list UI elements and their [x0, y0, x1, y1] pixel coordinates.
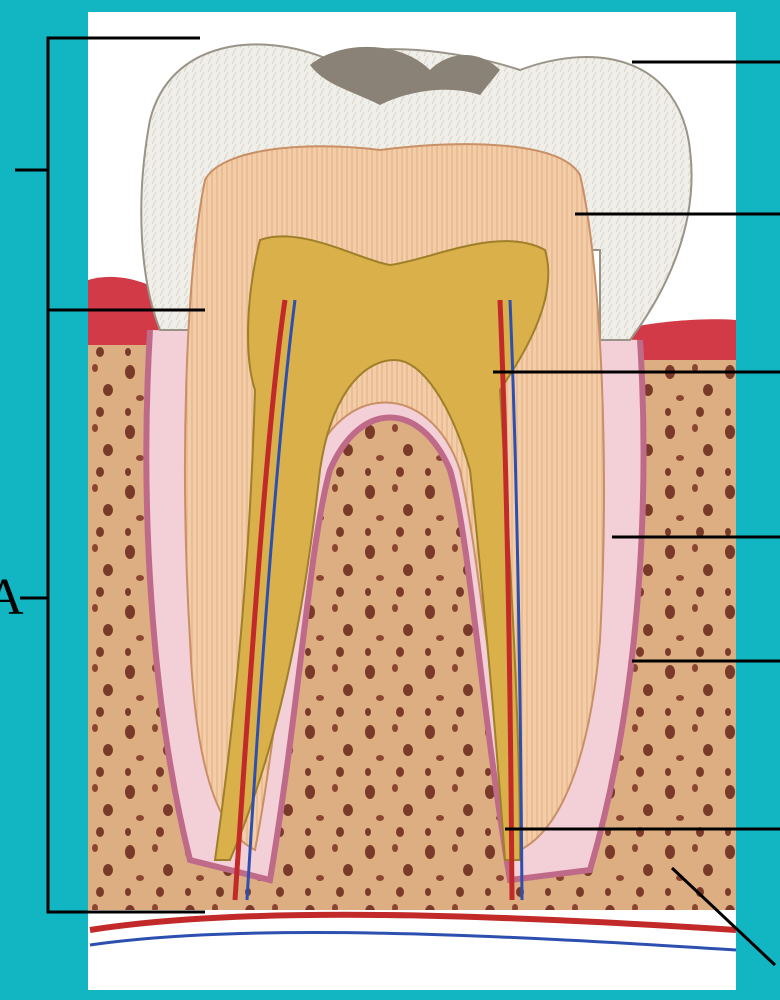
- region-letter-label: A: [0, 572, 24, 624]
